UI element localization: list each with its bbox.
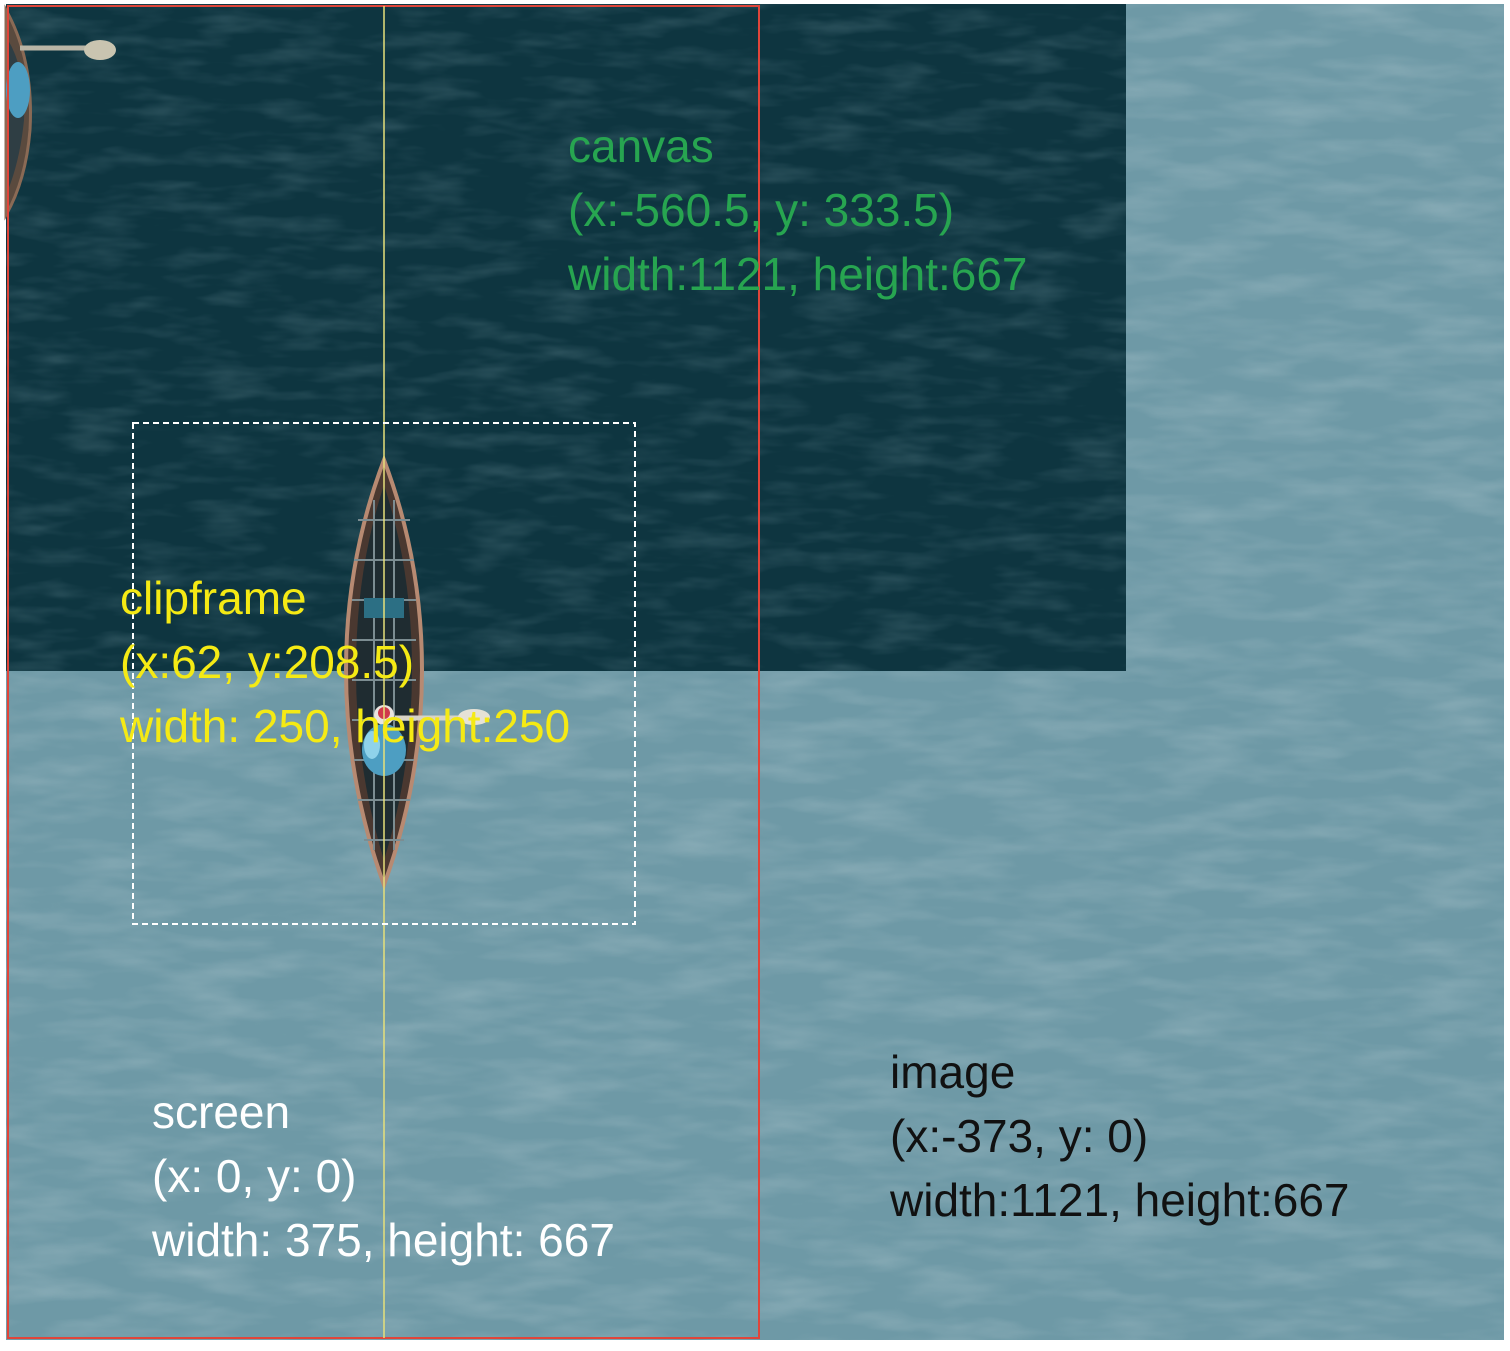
clip-frame [132,422,636,925]
screen-label-name: screen [152,1086,291,1138]
image-label: image (x:-373, y: 0) width:1121, height:… [890,1040,1350,1232]
screen-label-position: (x: 0, y: 0) [152,1150,357,1202]
canvas-water-texture [6,4,1126,671]
partial-boat-top-left [4,4,116,221]
canvas-label-name: canvas [568,120,714,172]
image-label-name: image [890,1046,1016,1098]
canvas-label-position: (x:-560.5, y: 333.5) [568,184,955,236]
canvas-region [6,4,1126,671]
clipframe-label-size: width: 250, height:250 [120,700,571,752]
canvas-label-size: width:1121, height:667 [568,248,1028,300]
clipframe-label-position: (x:62, y:208.5) [120,636,415,688]
screen-label-size: width: 375, height: 667 [152,1214,615,1266]
image-label-size: width:1121, height:667 [890,1174,1350,1226]
screen-label: screen (x: 0, y: 0) width: 375, height: … [152,1080,615,1272]
clipframe-label-name: clipframe [120,572,307,624]
canvas-label: canvas (x:-560.5, y: 333.5) width:1121, … [568,114,1028,306]
clipframe-label: clipframe (x:62, y:208.5) width: 250, he… [120,566,570,758]
image-label-position: (x:-373, y: 0) [890,1110,1149,1162]
